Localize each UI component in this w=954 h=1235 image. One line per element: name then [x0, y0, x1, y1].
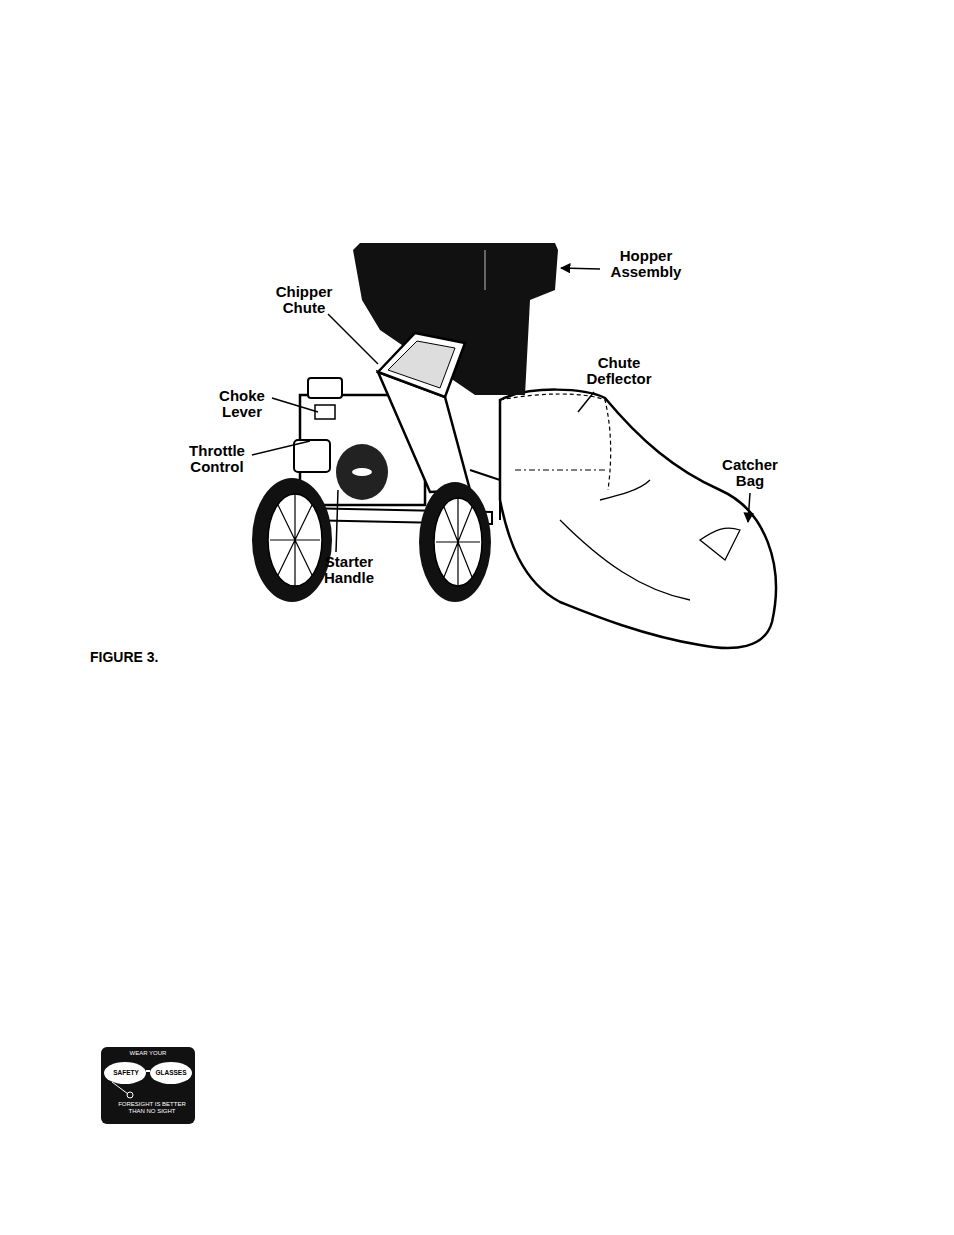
part-label: Catcher Bag — [716, 457, 784, 489]
part-label: Chipper Chute — [270, 284, 338, 316]
part-label: Hopper Assembly — [604, 248, 688, 280]
leader-line — [272, 398, 318, 412]
part-label: Throttle Control — [182, 443, 252, 475]
figure-caption: FIGURE 3. — [90, 649, 158, 665]
badge-text: GLASSES — [150, 1069, 192, 1076]
badge-text: FORESIGHT IS BETTER THAN NO SIGHT — [113, 1101, 191, 1115]
leader-line — [252, 441, 310, 455]
badge-circle — [127, 1092, 133, 1098]
badge-text: WEAR YOUR — [105, 1050, 191, 1057]
leader-line — [336, 490, 338, 552]
safety-badge — [101, 1047, 195, 1124]
recoil-starter — [336, 444, 388, 500]
part-label: Starter Handle — [316, 554, 382, 586]
chute-inner — [388, 341, 455, 388]
starter-badge — [352, 468, 372, 476]
leader-line — [578, 392, 594, 412]
chute-opening — [378, 333, 465, 397]
wheel-spokes — [270, 494, 320, 586]
bag-folds — [560, 480, 740, 600]
figure-ground — [90, 243, 780, 648]
fuel-tank — [294, 440, 330, 472]
hopper-seam — [484, 250, 486, 290]
catcher-bag — [500, 390, 776, 648]
bridge — [146, 1070, 150, 1072]
air-cleaner — [308, 378, 342, 398]
badge-line — [112, 1082, 128, 1094]
leader-line — [328, 314, 378, 364]
wheel-hub — [434, 498, 482, 586]
safety-badge: WEAR YOUR SAFETYGLASSES FORESIGHT IS BETTE… — [101, 1047, 195, 1124]
leader-line — [748, 493, 750, 522]
wheel-spokes — [436, 498, 480, 586]
chute-deflector — [500, 394, 611, 490]
part-label: Choke Lever — [212, 388, 272, 420]
wheel — [419, 482, 491, 602]
lens — [104, 1062, 146, 1084]
deflector-edge — [515, 470, 605, 471]
wheel-hub — [268, 494, 322, 586]
badge-text: SAFETY — [105, 1069, 147, 1076]
leader-line — [561, 268, 600, 269]
wheel — [252, 478, 332, 602]
part-label: Chute Deflector — [575, 355, 663, 387]
lens — [150, 1062, 192, 1084]
